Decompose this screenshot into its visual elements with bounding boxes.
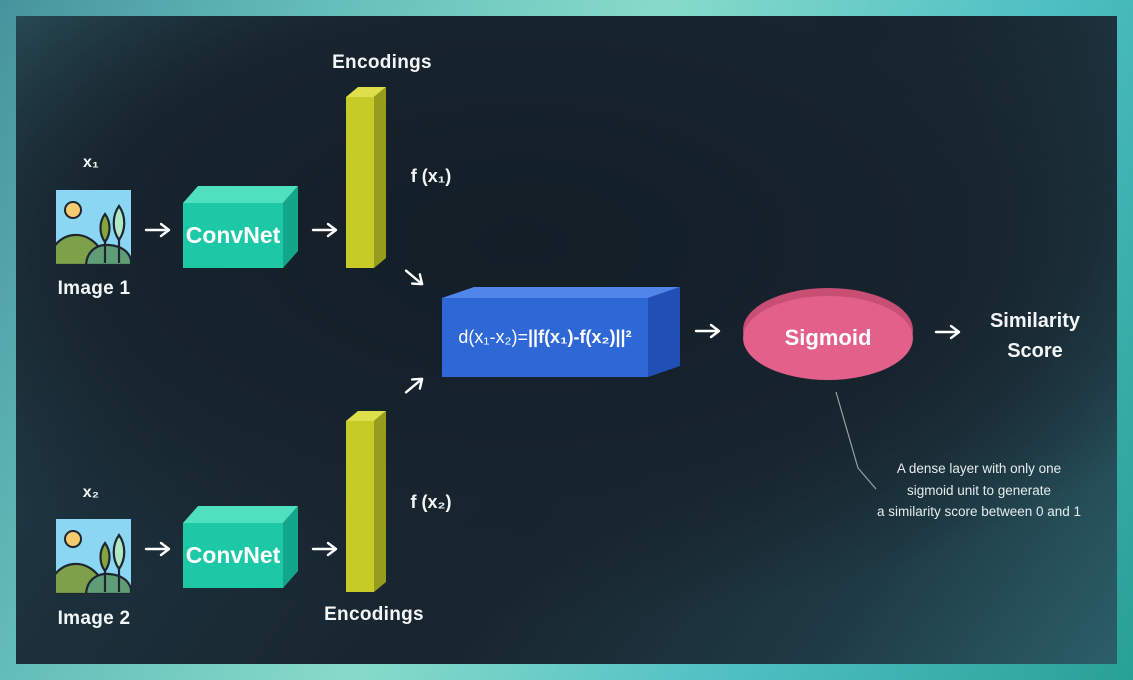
image-1-thumbnail [56,190,131,265]
tree-leaf [99,212,111,244]
tree-leaf [112,204,126,242]
arrow-right-icon [311,222,338,238]
convnet-3d-shape [183,186,298,268]
encoding-bar-1 [346,87,386,268]
sigmoid-label: Sigmoid [784,325,872,350]
arrow-up-right-icon [404,377,424,394]
distance-box: d(x₁-x₂)=||f(x₁)-f(x₂)||² [442,287,680,377]
sun-icon [64,201,82,219]
bar-top-face [346,411,386,421]
arrow-right-icon [694,323,721,339]
encodings-title-top: Encodings [332,52,432,73]
distance-formula: d(x₁-x₂)=||f(x₁)-f(x₂)||² [442,298,648,377]
fx2-label: f (x₂) [410,492,452,512]
encodings-title-bottom: Encodings [324,604,424,625]
convnet-2-label: ConvNet [185,542,281,568]
arrow-right-icon [311,541,338,557]
convnet-side-face [283,186,298,268]
sigmoid-front-ellipse [743,296,913,380]
formula-expr: ||f(x₁)-f(x₂)||² [528,327,632,347]
convnet-box-2: ConvNet [183,506,298,588]
similarity-line: Similarity [989,310,1081,332]
bar-front-face [346,421,374,592]
tree-leaf [112,533,126,571]
fx1-label: f (x₁) [410,166,452,186]
arrow-right-icon [144,541,171,557]
encoding-bar-2 [346,411,386,592]
diagram-panel: x₁ Image 1 ConvNet [16,16,1117,664]
convnet-1-label: ConvNet [185,222,281,248]
bar-side-face [374,411,386,592]
bar-side-face [374,87,386,268]
annotation-line-2: sigmoid unit to generate [906,482,1052,498]
convnet-3d-shape [183,506,298,588]
image-1-caption: Image 1 [57,278,131,299]
sun-icon [64,530,82,548]
convnet-side-face [283,506,298,588]
image-2-caption: Image 2 [57,608,131,629]
image-2-thumbnail [56,519,131,594]
convnet-front-face [183,523,283,588]
convnet-top-face [183,186,298,203]
arrow-right-icon [144,222,171,238]
formula-prefix: d(x₁-x₂)= [458,327,528,347]
distance-side-face [648,287,680,377]
similarity-score-label: Similarity Score [960,306,1110,366]
distance-front-face [442,298,648,377]
convnet-box-1: ConvNet [183,186,298,268]
annotation-leader-line [835,391,877,490]
annotation-text: A dense layer with only one sigmoid unit… [846,458,1112,523]
bar-top-face [346,87,386,97]
convnet-top-face [183,506,298,523]
annotation-line-1: A dense layer with only one [896,461,1062,476]
score-line: Score [1007,340,1063,362]
bar-front-face [346,97,374,268]
tree-leaf [99,541,111,573]
arrow-right-icon [934,324,961,340]
distance-3d-shape [442,287,680,377]
convnet-front-face [183,203,283,268]
distance-top-face [442,287,680,298]
arrow-down-right-icon [404,269,424,286]
sigmoid-node: Sigmoid [743,288,913,380]
input-var-x1: x₁ [82,154,100,171]
annotation-line-3: a similarity score between 0 and 1 [876,504,1082,519]
input-var-x2: x₂ [82,484,100,501]
